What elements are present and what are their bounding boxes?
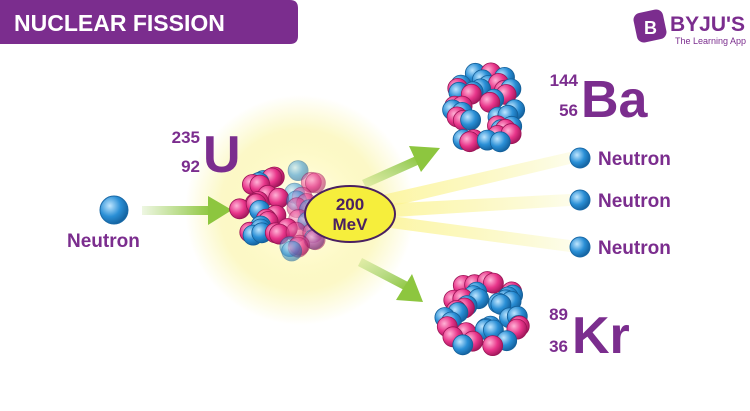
released-neutron-ball: [569, 236, 591, 258]
uranium-atomic-number: 92: [181, 157, 200, 176]
proton-ball: [482, 335, 504, 357]
arrow-to-barium-head: [409, 146, 440, 172]
neutron-ball: [281, 240, 303, 262]
krypton-mass-number: 89: [549, 305, 568, 324]
released-neutron-ball: [569, 147, 591, 169]
proton-ball: [304, 172, 326, 194]
title-banner-bg: [0, 0, 298, 44]
released-neutron-3: Neutron: [569, 236, 671, 259]
proton-ball: [459, 131, 481, 153]
arrow-to-barium-shaft: [362, 156, 420, 188]
brand-logo-icon: [633, 9, 667, 43]
released-neutron-label: Neutron: [598, 238, 671, 259]
incoming-arrow-shaft: [142, 206, 212, 215]
krypton-symbol: Kr: [572, 307, 630, 365]
krypton-label: 89 36 Kr: [549, 305, 630, 365]
barium-atomic-number: 56: [559, 101, 578, 120]
barium-label: 144 56 Ba: [550, 71, 649, 129]
incoming-arrow: [142, 196, 232, 225]
uranium-symbol: U: [203, 126, 241, 184]
barium-mass-number: 144: [550, 71, 579, 90]
neutron-ball: [287, 160, 309, 182]
brand-name: BYJU'S: [670, 13, 745, 36]
energy-ellipse: [304, 185, 396, 243]
incoming-arrow-head: [208, 196, 232, 225]
page-title: NUCLEAR FISSION: [14, 10, 225, 36]
barium-nucleus: [442, 62, 526, 153]
released-neutron-ball: [569, 189, 591, 211]
arrow-to-krypton-head: [396, 274, 423, 302]
barium-symbol: Ba: [581, 71, 649, 129]
neutron-ball: [460, 109, 482, 131]
brand-tagline: The Learning App: [675, 36, 746, 46]
krypton-atomic-number: 36: [549, 337, 568, 356]
released-neutron-1: Neutron: [569, 147, 671, 170]
brand-logo: B BYJU'S The Learning App: [633, 9, 746, 46]
energy-value: 200: [336, 195, 364, 214]
uranium-label: 235 92 U: [172, 126, 241, 184]
incoming-neutron: [99, 195, 129, 225]
energy-unit: MeV: [333, 215, 369, 234]
energy-release: 200 MeV: [304, 185, 396, 243]
brand-logo-letter: B: [644, 18, 657, 38]
released-neutron-2: Neutron: [569, 189, 671, 212]
released-neutron-label: Neutron: [598, 149, 671, 170]
proton-ball: [482, 272, 504, 294]
neutron-ball: [452, 334, 474, 356]
neutron-ball: [489, 131, 511, 153]
incoming-neutron-label: Neutron: [67, 231, 140, 252]
arrow-to-krypton-shaft: [358, 258, 408, 290]
arrow-to-barium: [362, 146, 440, 188]
arrow-to-krypton: [358, 258, 423, 302]
uranium-mass-number: 235: [172, 128, 200, 147]
title-banner: NUCLEAR FISSION: [0, 0, 298, 44]
krypton-nucleus: [434, 271, 530, 357]
released-neutron-label: Neutron: [598, 191, 671, 212]
